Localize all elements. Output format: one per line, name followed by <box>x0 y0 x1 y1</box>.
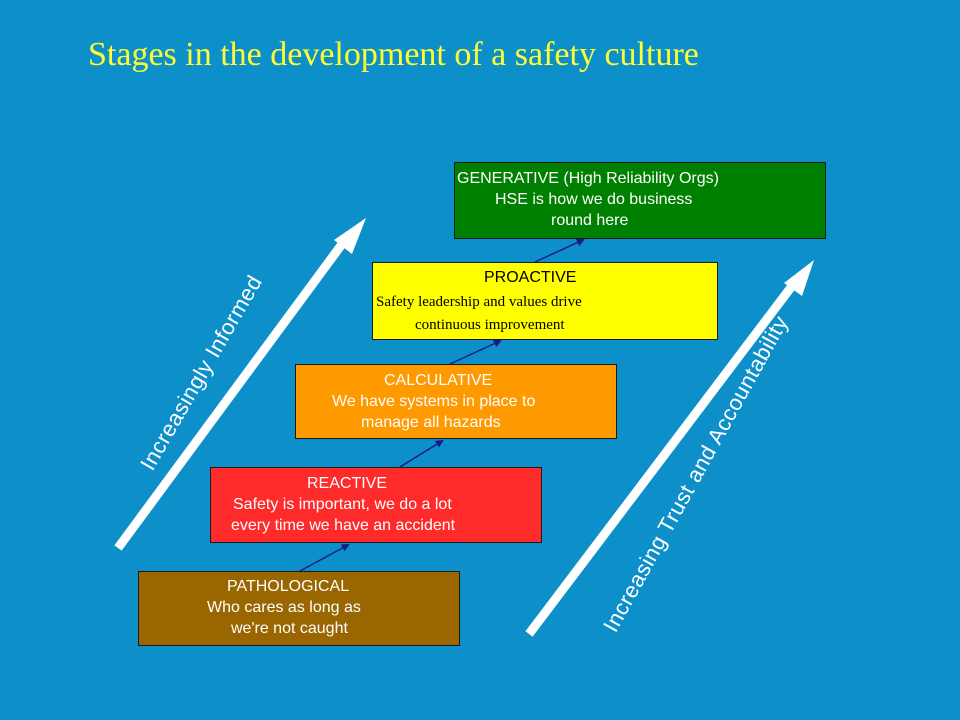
stage-title-generative: GENERATIVE (High Reliability Orgs) <box>457 170 719 187</box>
connector-arrow-calculative-proactive <box>449 339 502 365</box>
stage-title-pathological: PATHOLOGICAL <box>227 578 350 595</box>
connector-arrow-proactive-generative <box>534 238 585 263</box>
stage-title-calculative: CALCULATIVE <box>384 372 493 389</box>
stage-title-proactive: PROACTIVE <box>484 269 577 286</box>
stage-desc-generative-2: round here <box>551 212 629 229</box>
stage-desc-reactive-2: every time we have an accident <box>231 517 456 534</box>
stage-desc-proactive-2: continuous improvement <box>415 317 565 333</box>
stage-desc-calculative-2: manage all hazards <box>361 414 501 431</box>
stage-desc-pathological-1: Who cares as long as <box>207 599 361 616</box>
trust-arrow <box>525 260 814 637</box>
stage-desc-reactive-1: Safety is important, we do a lot <box>233 496 452 513</box>
connector-arrow-pathological-reactive <box>299 544 350 572</box>
stage-box-reactive: REACTIVE Safety is important, we do a lo… <box>210 467 542 543</box>
stage-desc-pathological-2: we're not caught <box>231 620 348 637</box>
stage-box-calculative: CALCULATIVE We have systems in place to … <box>295 364 617 439</box>
stage-desc-calculative-1: We have systems in place to <box>332 393 536 410</box>
stage-title-reactive: REACTIVE <box>307 475 388 492</box>
stage-box-generative: GENERATIVE (High Reliability Orgs) HSE i… <box>454 162 826 239</box>
connector-arrow-reactive-calculative <box>399 439 444 468</box>
stage-box-pathological: PATHOLOGICAL Who cares as long as we're … <box>138 571 460 646</box>
slide-title: Stages in the development of a safety cu… <box>88 36 699 73</box>
stage-box-proactive: PROACTIVE Safety leadership and values d… <box>372 262 718 340</box>
stage-desc-generative-1: HSE is how we do business <box>495 191 693 208</box>
stage-desc-proactive-1: Safety leadership and values drive <box>376 294 582 310</box>
informed-arrow <box>114 218 366 551</box>
